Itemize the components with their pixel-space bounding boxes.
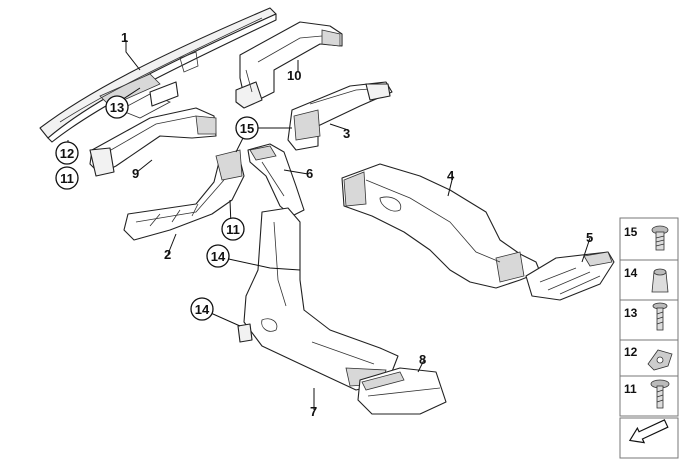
- svg-text:14: 14: [211, 249, 226, 264]
- svg-text:13: 13: [110, 100, 124, 115]
- part-10-upper-duct[interactable]: [235, 21, 343, 109]
- part-2-floor-duct[interactable]: [123, 149, 245, 241]
- callout-11-circled-b: 11: [221, 217, 245, 241]
- bolt-15-icon: [651, 225, 669, 251]
- part-6-vent-duct[interactable]: [247, 143, 305, 217]
- part-4-rear-duct[interactable]: [341, 163, 541, 289]
- callout-6: 6: [306, 166, 313, 181]
- clip-nut-14-icon: [651, 268, 669, 293]
- svg-text:12: 12: [60, 146, 74, 161]
- spring-clip-12-icon: [647, 349, 673, 371]
- callout-4: 4: [447, 168, 455, 183]
- svg-text:14: 14: [624, 266, 638, 280]
- callout-12-circled: 12: [55, 141, 79, 165]
- flange-screw-11-icon: [650, 379, 670, 409]
- callout-11-circled-a: 11: [55, 166, 79, 190]
- svg-text:14: 14: [195, 302, 210, 317]
- callout-5: 5: [586, 230, 593, 245]
- legend-item-11[interactable]: 11: [619, 375, 679, 417]
- screw-13-icon: [652, 302, 668, 331]
- svg-text:11: 11: [624, 382, 637, 396]
- arrow-icon[interactable]: [619, 416, 679, 459]
- callout-8: 8: [419, 352, 426, 367]
- callout-7: 7: [310, 404, 317, 419]
- callout-13-circled: 13: [105, 95, 129, 119]
- callout-2: 2: [164, 247, 171, 262]
- svg-text:11: 11: [226, 222, 240, 237]
- svg-text:15: 15: [624, 225, 638, 239]
- callout-1: 1: [121, 30, 128, 45]
- fastener-legend: 15 14 13 12: [619, 217, 679, 459]
- svg-text:15: 15: [240, 121, 254, 136]
- svg-text:11: 11: [60, 171, 74, 186]
- svg-text:13: 13: [624, 306, 638, 320]
- callout-14-circled-b: 14: [190, 297, 214, 321]
- part-9-dash-duct[interactable]: [89, 107, 217, 177]
- legend-item-13[interactable]: 13: [619, 299, 679, 341]
- legend-item-14[interactable]: 14: [619, 259, 679, 301]
- part-3-side-duct[interactable]: [287, 81, 393, 151]
- callout-10: 10: [287, 68, 301, 83]
- part-7-center-floor-duct[interactable]: [237, 207, 399, 391]
- legend-item-12[interactable]: 12: [619, 339, 679, 377]
- svg-text:12: 12: [624, 345, 638, 359]
- part-8-end-piece[interactable]: [357, 367, 447, 415]
- callout-14-circled-a: 14: [206, 244, 230, 268]
- legend-item-15[interactable]: 15: [619, 217, 679, 261]
- callout-3: 3: [343, 126, 350, 141]
- callout-9: 9: [132, 166, 139, 181]
- callout-15-circled: 15: [235, 116, 259, 140]
- part-5-outlet-grille[interactable]: [525, 251, 615, 301]
